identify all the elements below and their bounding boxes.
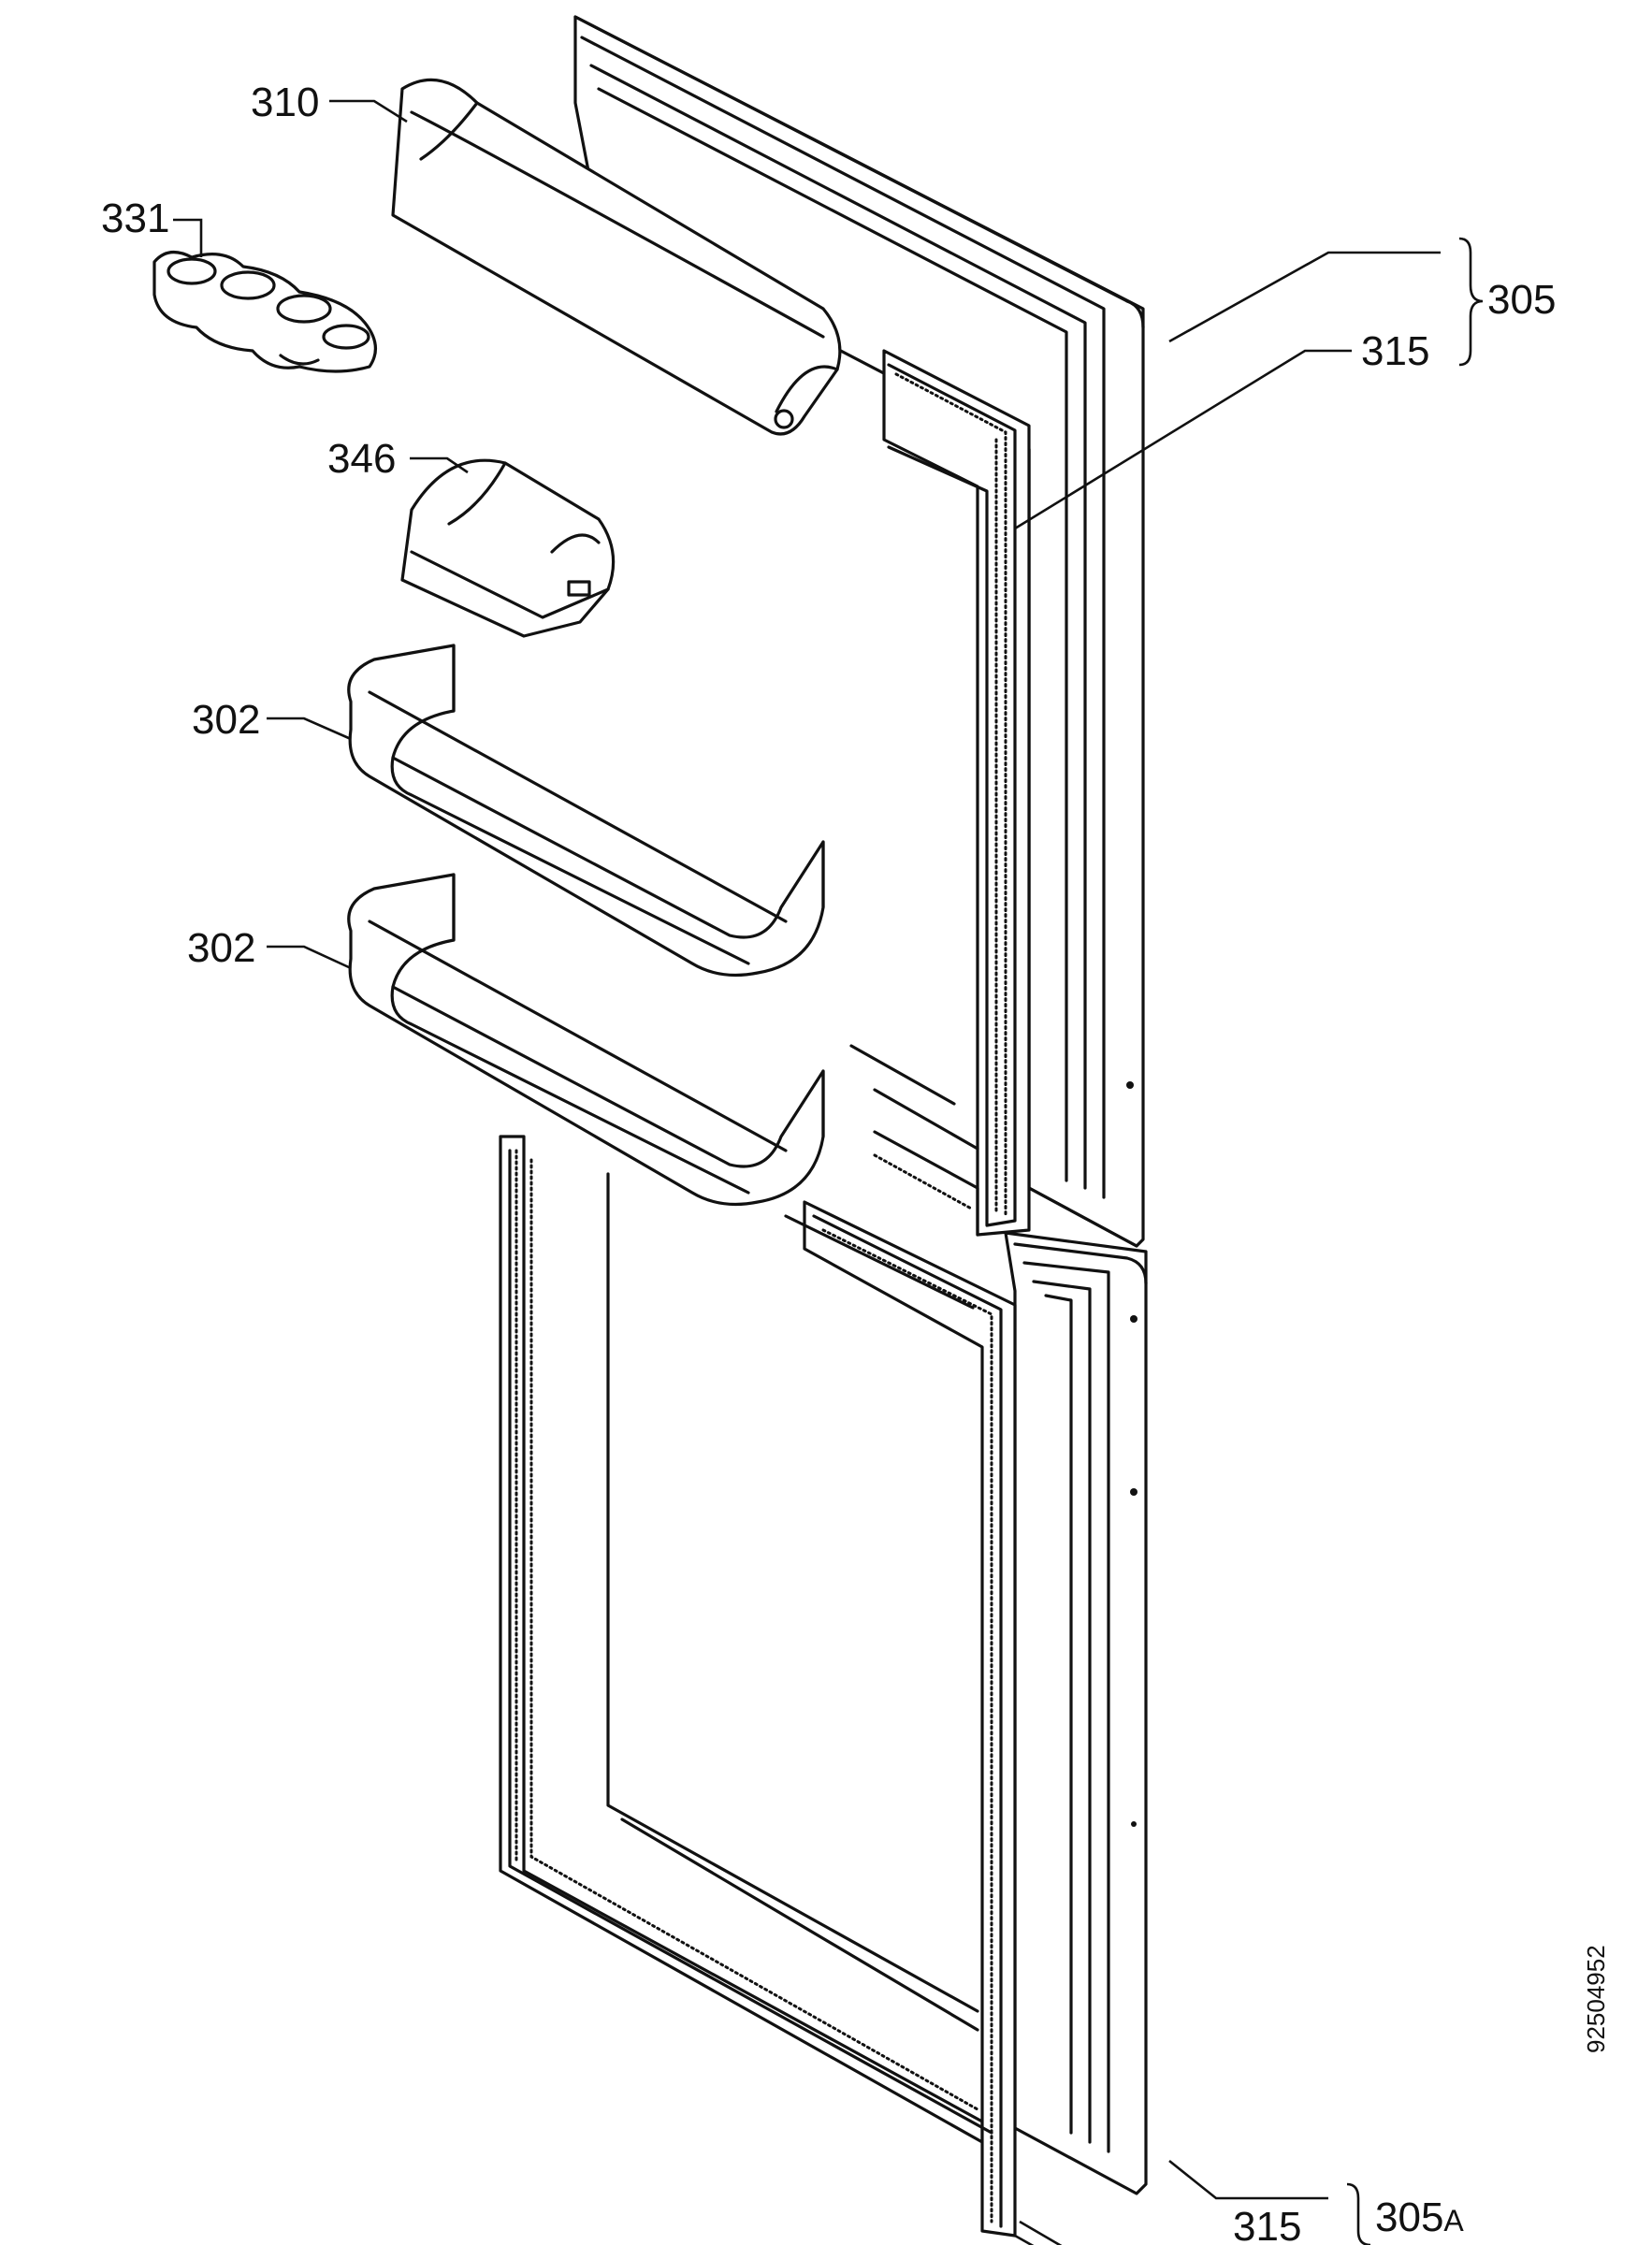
upper-door-panel	[573, 15, 1145, 1248]
label-302-upper: 302	[192, 697, 260, 743]
label-310: 310	[251, 80, 319, 125]
label-302-lower: 302	[187, 925, 255, 971]
label-315-lower: 315	[1233, 2204, 1301, 2245]
label-331: 331	[101, 196, 169, 241]
upper-door-gasket	[849, 349, 1031, 1237]
part-346-butter-dish	[400, 458, 616, 638]
lower-door-panel	[1004, 1231, 1148, 2195]
label-346: 346	[327, 436, 396, 482]
drawing-number: 92504952	[1582, 1945, 1610, 2053]
label-315-upper: 315	[1361, 328, 1429, 374]
label-305A-suffix: A	[1443, 2204, 1464, 2238]
brace-305	[1458, 237, 1484, 367]
part-331-egg-tray	[152, 251, 377, 373]
label-305A: 305A	[1375, 2194, 1464, 2240]
leader-lines	[173, 99, 1441, 2245]
part-302-lower-door-bin	[347, 873, 825, 1207]
label-305: 305	[1487, 277, 1556, 323]
part-302-upper-door-bin	[347, 644, 825, 978]
label-305A-number: 305	[1375, 2194, 1443, 2240]
lower-door-gasket	[499, 1135, 1017, 2238]
part-310-shelf-cover	[391, 78, 842, 436]
brace-305A	[1346, 2182, 1371, 2245]
